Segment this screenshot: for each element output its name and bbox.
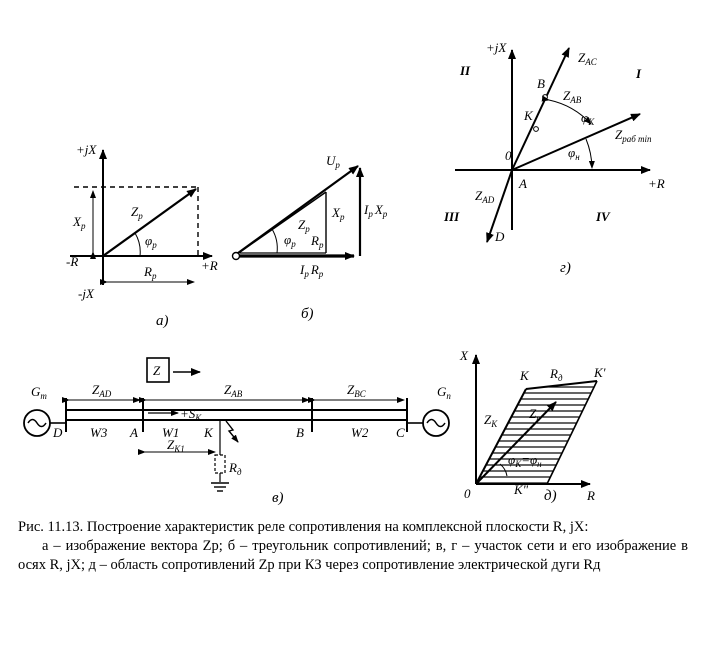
label-relay-z: Z [153,363,161,378]
angle-phi [134,232,141,257]
label-zad: ZAD [475,188,495,205]
quadrant-2: II [459,63,471,78]
fault-zigzag [225,420,239,443]
line-k1k2 [546,380,598,485]
label-phi: φр [145,233,157,250]
label-o-d: 0 [464,486,471,501]
angle-phin [585,138,595,169]
caption-legend: а – изображение вектора Zр; б – треуголь… [18,538,688,573]
label-zk-d: ZК [484,412,498,429]
vector-zp-d [475,401,557,485]
point-b [542,94,548,100]
label-d: D [52,425,63,440]
label-phik: φК [581,110,595,127]
label-w3: W3 [90,425,108,440]
label-minus-jx: -jX [78,286,95,301]
angle-phi-b [271,228,278,254]
panel-v: Gm Gn ZAD ZAB ZBC Z +SК ZК1 Rд W3 W1 W2 … [23,357,451,506]
vector-zp-small [239,191,327,253]
arc-resistor [214,454,226,474]
label-plus-jx: +jX [76,142,97,157]
label-plus-r: +R [201,258,218,273]
label-zab: ZAB [563,88,582,105]
label-zp-b: Zр [298,217,310,234]
panel-label-v: в) [272,490,284,506]
label-phin: φн [568,145,580,162]
label-rd-v: Rд [228,460,242,477]
label-gn: Gn [437,384,451,401]
panel-d: X R 0 K K' K" Rд ZК Zр φК=φн д) [459,348,606,504]
label-xp-b: Xр [331,205,345,222]
figure-caption: Рис. 11.13. Построение характеристик рел… [18,518,688,575]
label-x-d: X [459,348,469,363]
relay-z-box [146,357,170,383]
panel-label-b: б) [301,306,314,322]
label-xp: Xр [72,214,86,231]
label-minus-r: -R [66,254,78,269]
label-up: Uр [326,153,340,170]
label-zk1: ZК1 [167,437,185,454]
quadrant-3: III [443,209,460,224]
label-k: K [203,425,214,440]
line-kk1 [525,380,598,390]
generator-n-symbol [426,418,446,428]
label-point-b: B [537,76,545,91]
panel-g: +jX +R ZAC ZAB ZAD Zраб min φК φн B K 0 … [443,40,665,276]
label-r-d: R [586,488,595,503]
label-k1-d: K' [593,365,606,380]
label-zbc-v: ZBC [347,382,367,399]
angle-phi-d [499,463,508,477]
vector-zp [102,188,197,257]
label-plus-r-g: +R [648,176,665,191]
label-zp-d: Zр [529,406,541,423]
label-rd-d: Rд [549,366,563,383]
label-gm: Gm [31,384,47,401]
caption-title: Рис. 11.13. Построение характеристик рел… [18,519,589,535]
label-point-a: A [518,176,527,191]
panel-label-g: г) [560,260,571,276]
label-point-k: K [523,108,534,123]
label-point-d: D [494,229,505,244]
quadrant-4: IV [595,209,611,224]
label-c: C [396,425,405,440]
label-zrab: Zраб min [615,127,652,144]
panel-label-d: д) [544,488,557,504]
label-phi-d: φК=φн [508,452,542,469]
label-b: B [296,425,304,440]
panel-label-a: а) [156,313,169,329]
label-phi-b: φр [284,232,296,249]
origin-dot [231,251,241,261]
label-zac: ZAC [578,50,598,67]
label-k-d: K [519,368,530,383]
label-w2: W2 [351,425,369,440]
angle-phik [541,95,592,125]
label-rp: Rр [143,264,157,281]
label-k2-d: K" [513,482,529,497]
label-point-o: 0 [505,148,512,163]
line-zrab [511,113,641,171]
region-hatched [476,381,597,484]
label-rp-b: Rр [310,233,324,250]
label-sk: +SК [180,406,202,423]
label-a: A [129,425,138,440]
line-ok [475,388,527,485]
label-zab-v: ZAB [224,382,243,399]
line-zad [486,169,513,243]
line-zac [511,47,570,171]
label-plus-jx-g: +jX [486,40,507,55]
point-k [533,126,539,132]
generator-m-symbol [27,418,47,428]
quadrant-1: I [635,66,642,81]
figure-11-13: +jX -jX -R +R Xр Zр φр Rр а) Uр Zр Xр φр… [23,40,665,506]
label-zad-v: ZAD [92,382,112,399]
panel-a: +jX -jX -R +R Xр Zр φр Rр а) [66,142,218,329]
label-w1: W1 [162,425,179,440]
label-zp: Zр [131,204,143,221]
